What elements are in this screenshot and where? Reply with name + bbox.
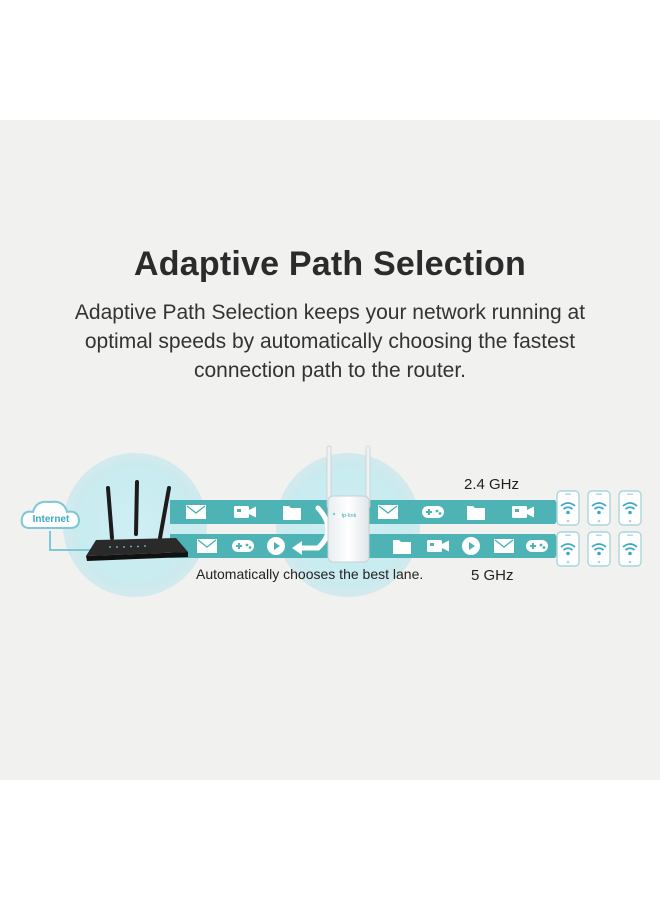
adaptive-path-diagram: Internet tp- [20, 445, 642, 597]
gamepad-icon [232, 540, 254, 552]
phone-wifi-icon [556, 531, 580, 567]
phone-wifi-icon [618, 490, 642, 526]
folder-icon [467, 506, 485, 520]
mail-icon [378, 505, 398, 519]
band-label-2-4ghz: 2.4 GHz [464, 476, 520, 493]
phone-wifi-icon [618, 531, 642, 567]
cloud-label: Internet [33, 514, 70, 525]
play-icon [267, 537, 285, 555]
gamepad-icon [422, 506, 444, 518]
diagram-caption: Automatically chooses the best lane. [196, 566, 424, 582]
extender-brand-label: tp-link [342, 513, 357, 519]
mail-icon [197, 539, 217, 553]
phone-wifi-icon [556, 490, 580, 526]
mail-icon [494, 539, 514, 553]
gamepad-icon [526, 540, 548, 552]
phone-wifi-icon [587, 531, 611, 567]
play-icon [462, 537, 480, 555]
folder-icon [393, 540, 411, 554]
router-icon [86, 480, 188, 561]
internet-cloud-icon [20, 500, 81, 529]
mail-icon [186, 505, 206, 519]
band-label-5ghz: 5 GHz [471, 567, 514, 584]
range-extender-icon [326, 445, 371, 563]
description-text: Adaptive Path Selection keeps your netwo… [74, 301, 586, 382]
phone-wifi-icon [587, 490, 611, 526]
page-title: Adaptive Path Selection [134, 245, 526, 283]
folder-icon [283, 506, 301, 520]
